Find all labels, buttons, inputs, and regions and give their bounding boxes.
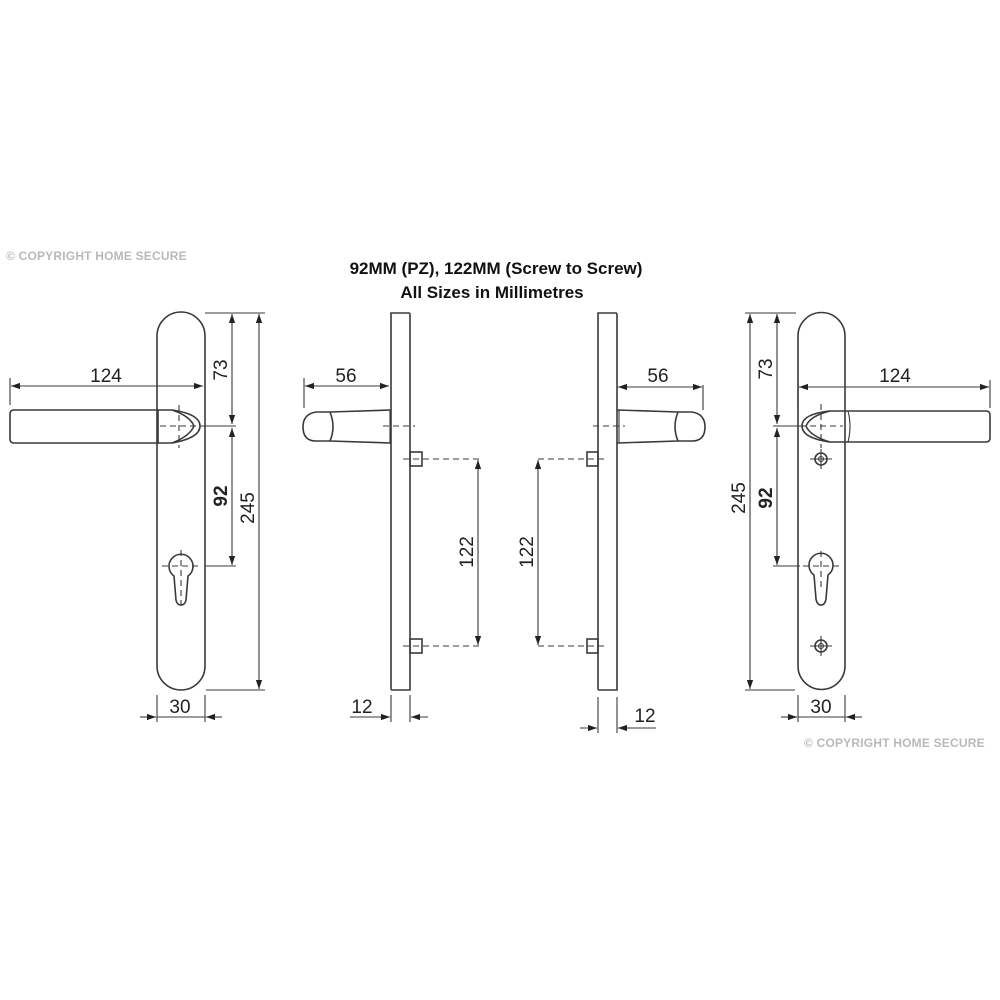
dim-top-to-lever: 73: [756, 358, 777, 379]
lever-handle-icon: [790, 404, 991, 448]
dim-screw-to-screw: 122: [517, 536, 538, 568]
right-front-view: 124 73 92 245 30: [729, 311, 991, 722]
dim-plate-thickness: 12: [634, 706, 655, 727]
copyright-watermark-top-left: © COPYRIGHT HOME SECURE: [6, 249, 187, 263]
dim-plate-height: 245: [238, 492, 259, 524]
side-plate-outline: [390, 312, 411, 691]
backplate-outline: [797, 311, 846, 691]
side-plate-outline: [597, 312, 618, 691]
lever-handle-icon: [9, 405, 210, 448]
dim-lever-projection: 56: [335, 366, 356, 387]
dim-plate-width: 30: [810, 697, 831, 718]
backplate-outline: [156, 311, 206, 691]
dim-lever-to-cylinder: 92: [756, 487, 777, 508]
lever-side-icon: [302, 409, 415, 444]
dim-plate-height: 245: [729, 482, 750, 514]
euro-cylinder-cutout-icon: [803, 551, 840, 606]
right-side-view: 56 122 12: [517, 312, 706, 733]
left-front-view: 124 73 92 245 30: [9, 311, 265, 722]
dim-lever-length: 124: [90, 366, 122, 387]
screw-boss-top: [409, 451, 423, 467]
dim-top-to-lever: 73: [211, 359, 232, 380]
dim-plate-width: 30: [169, 697, 190, 718]
lever-side-icon: [593, 409, 706, 444]
dim-lever-length: 124: [879, 366, 911, 387]
copyright-watermark-bottom-right: © COPYRIGHT HOME SECURE: [804, 736, 985, 750]
screw-boss-bottom: [409, 638, 423, 654]
screw-hole-top-icon: [810, 449, 832, 469]
screw-hole-bottom-icon: [810, 636, 832, 656]
dim-lever-to-cylinder: 92: [211, 485, 232, 506]
diagram-title-units: All Sizes in Millimetres: [400, 283, 584, 302]
dim-plate-thickness: 12: [351, 697, 372, 718]
diagram-title-spacing: 92MM (PZ), 122MM (Screw to Screw): [349, 259, 643, 278]
left-side-view: 56 122 12: [302, 312, 482, 722]
dim-screw-to-screw: 122: [457, 536, 478, 568]
euro-cylinder-cutout-icon: [162, 550, 200, 608]
dim-lever-projection: 56: [647, 366, 668, 387]
